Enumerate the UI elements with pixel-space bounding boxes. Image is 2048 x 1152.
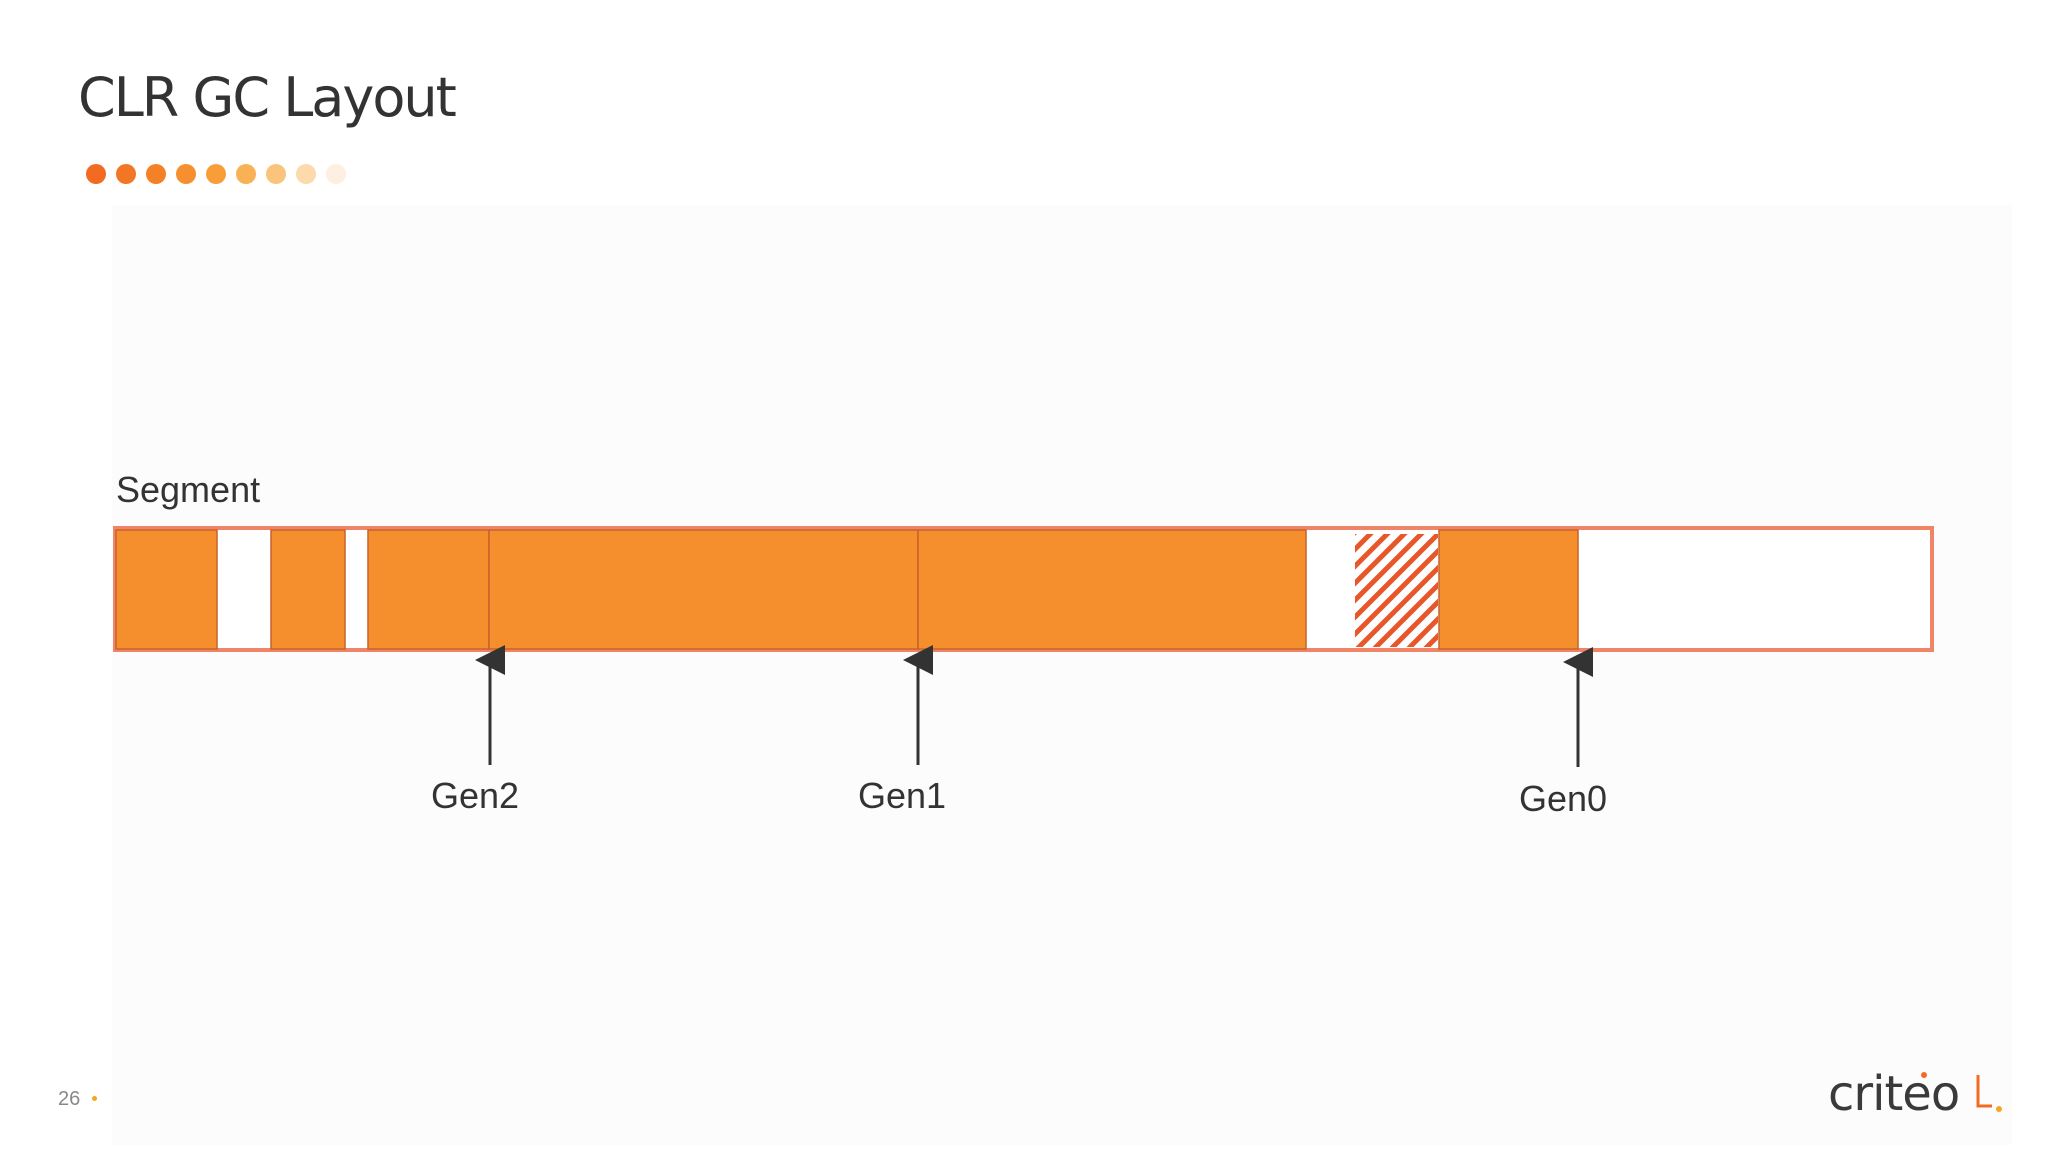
object-block	[367, 529, 490, 650]
object-block	[488, 529, 919, 650]
decoration-dot	[86, 164, 106, 184]
decoration-dot	[326, 164, 346, 184]
title-decoration-dots	[86, 164, 346, 184]
content-background	[112, 205, 2012, 1145]
page-number-dot	[92, 1096, 97, 1101]
hatched-block	[1355, 534, 1438, 647]
criteo-logo: criteo	[1828, 1062, 2008, 1122]
gen2-label: Gen2	[431, 775, 519, 816]
decoration-dot	[176, 164, 196, 184]
logo-wordmark: criteo	[1828, 1066, 1960, 1122]
page-number: 26	[58, 1088, 81, 1110]
object-block	[917, 529, 1307, 650]
decoration-dot	[266, 164, 286, 184]
decoration-dot	[296, 164, 316, 184]
object-block	[115, 529, 218, 650]
object-block	[270, 529, 346, 650]
logo-mark	[1921, 1072, 2002, 1112]
decoration-dot	[206, 164, 226, 184]
object-block	[1438, 529, 1579, 650]
gen0-label: Gen0	[1519, 778, 1607, 819]
decoration-dot	[236, 164, 256, 184]
segment-label: Segment	[116, 469, 260, 510]
decoration-dot	[116, 164, 136, 184]
decoration-dot	[146, 164, 166, 184]
gen1-label: Gen1	[858, 775, 946, 816]
allocated-blocks	[115, 529, 1579, 650]
slide-title: CLR GC Layout	[78, 66, 457, 129]
